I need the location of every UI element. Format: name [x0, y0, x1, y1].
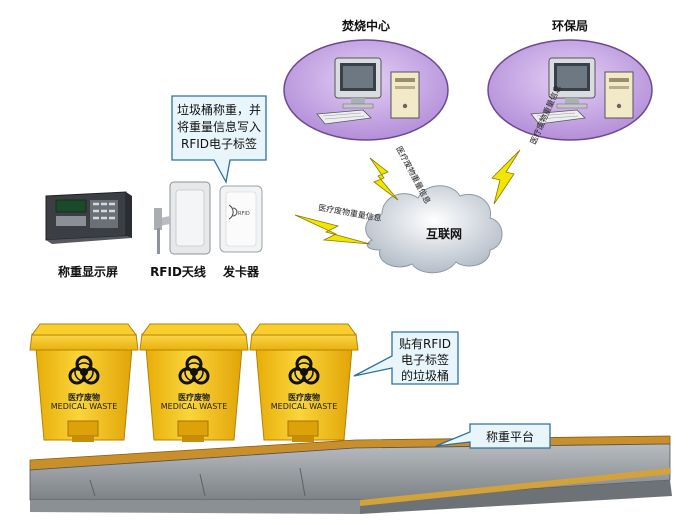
lightning-center-icon — [369, 157, 399, 201]
waste-bin-3-sublabel: MEDICAL WASTE — [271, 402, 338, 411]
waste-bin-1 — [29, 323, 139, 443]
weighing-display-icon — [45, 191, 132, 244]
weigh-note-line-1: 垃圾桶称重，并 — [177, 102, 261, 117]
card-issuer-label: 发卡器 — [222, 264, 260, 279]
tag-note-line-1: 贴有RFID — [399, 337, 451, 351]
rfid-antenna-label: RFID天线 — [150, 264, 206, 279]
weighing-platform — [29, 435, 672, 514]
waste-bin-2-sublabel: MEDICAL WASTE — [161, 402, 228, 411]
internet-label: 互联网 — [426, 227, 462, 241]
waste-bin-2 — [139, 323, 249, 443]
waste-bin-1-label: 医疗废物 — [68, 392, 100, 402]
waste-bin-2-label: 医疗废物 — [178, 392, 210, 402]
environmental-bureau-label: 环保局 — [552, 18, 588, 33]
tag-note-callout — [353, 331, 459, 385]
card-issuer-icon: RFID — [219, 185, 263, 253]
platform-callout — [435, 423, 551, 449]
waste-bin-3 — [249, 323, 359, 443]
weigh-note-line-3: RFID电子标签 — [181, 136, 257, 151]
weighing-display-label: 称重显示屏 — [58, 264, 118, 279]
lightning-left-icon — [294, 214, 371, 245]
tag-note-line-3: 的垃圾桶 — [401, 368, 449, 383]
lightning-right-icon — [491, 149, 521, 205]
incineration-center-label: 焚烧中心 — [341, 18, 390, 33]
rfid-antenna-icon — [154, 181, 211, 255]
weigh-note-callout — [171, 95, 267, 184]
weighing-platform-label: 称重平台 — [486, 429, 534, 444]
waste-bin-1-sublabel: MEDICAL WASTE — [51, 402, 118, 411]
waste-bin-3-label: 医疗废物 — [288, 392, 320, 402]
tag-note-line-2: 电子标签 — [401, 352, 449, 367]
weigh-note-line-2: 将重量信息写入 — [177, 119, 261, 134]
svg-text:RFID: RFID — [238, 211, 250, 217]
link-label-left: 医疗废物重量信息 — [318, 202, 383, 223]
